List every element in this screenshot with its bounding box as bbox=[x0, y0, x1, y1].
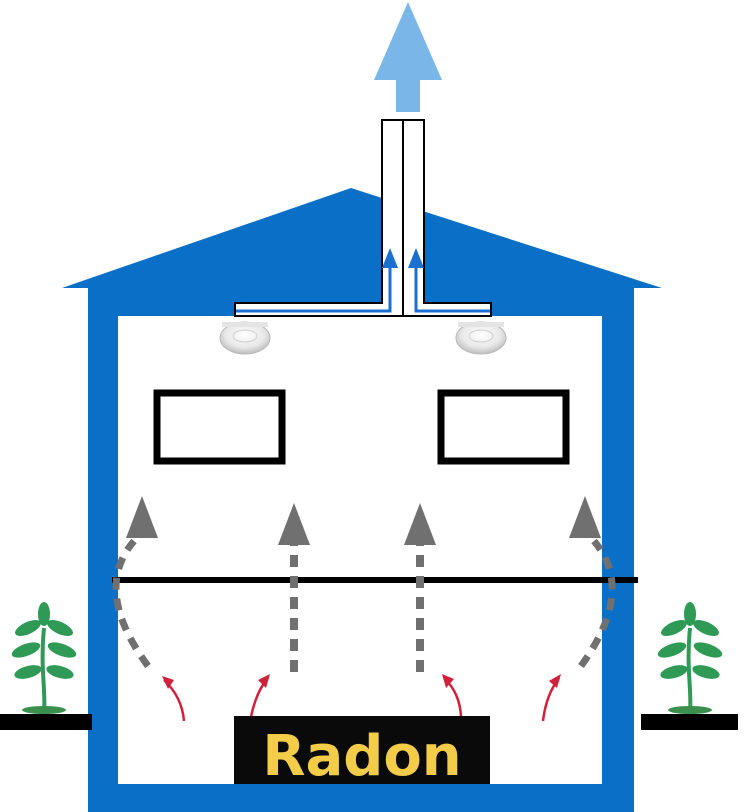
exhaust-up-arrow-icon bbox=[374, 2, 442, 112]
window-right bbox=[437, 389, 570, 465]
house-interior bbox=[118, 316, 602, 784]
flow-arrowhead-left bbox=[126, 496, 158, 538]
ceiling-fan-icon-right bbox=[455, 321, 507, 355]
roof bbox=[62, 188, 662, 288]
plant-icon-right bbox=[657, 602, 723, 715]
ceiling-fan-icon-left bbox=[219, 321, 271, 355]
window-left bbox=[153, 389, 286, 465]
flow-arrowhead-3 bbox=[404, 503, 436, 545]
flow-arrowhead-2 bbox=[278, 503, 310, 545]
radon-flow-arrows bbox=[112, 496, 616, 672]
vent-pipe bbox=[234, 119, 492, 317]
radon-entry-arrows bbox=[162, 674, 561, 722]
plant-icon-left bbox=[11, 602, 77, 715]
radon-source-box bbox=[234, 716, 490, 784]
radon-label: Radon bbox=[262, 724, 461, 789]
airflow-arrow-left bbox=[382, 248, 398, 268]
ground-right bbox=[641, 714, 738, 730]
ground-left bbox=[0, 714, 92, 730]
airflow-arrow-right bbox=[408, 248, 424, 268]
exhaust-arrow-shape bbox=[374, 2, 442, 112]
flow-arrowhead-right bbox=[569, 496, 601, 538]
